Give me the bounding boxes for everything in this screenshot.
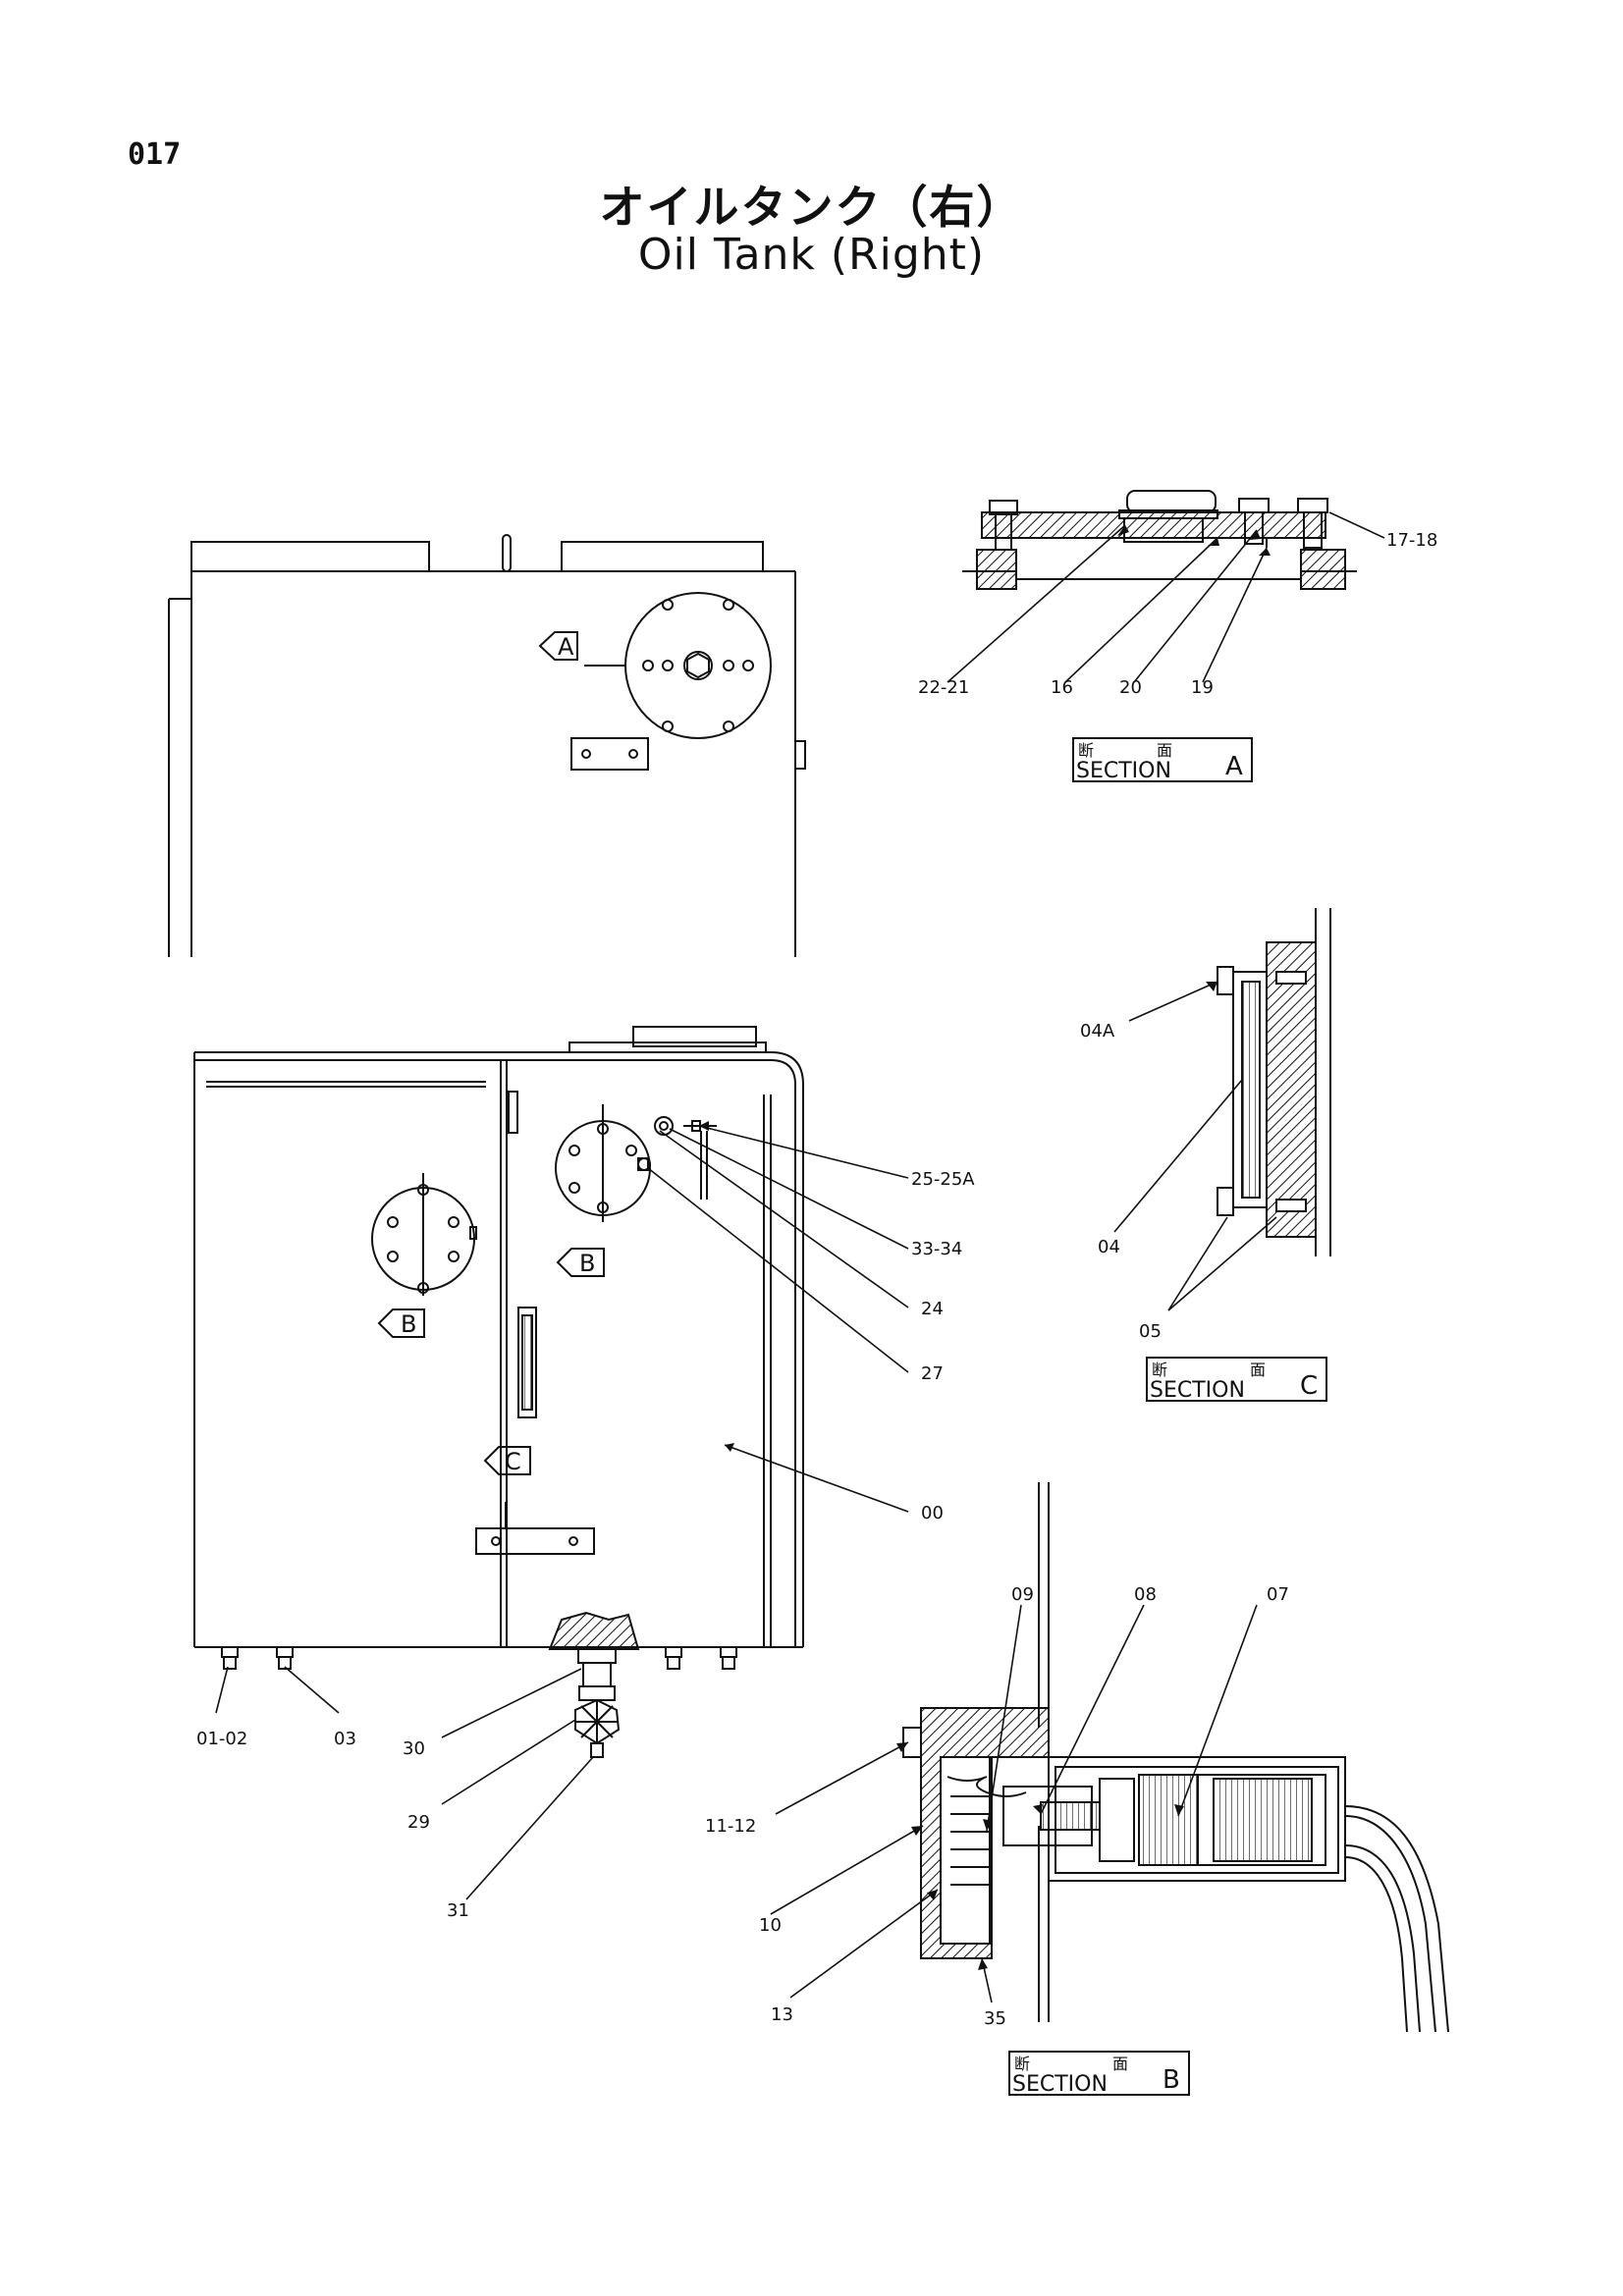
svg-text:A: A: [558, 633, 574, 661]
svg-text:C: C: [505, 1448, 521, 1475]
section-c-detail: [1217, 908, 1331, 1256]
callout-04: 04: [1098, 1237, 1120, 1257]
callout-07: 07: [1267, 1584, 1289, 1605]
svg-text:面: 面: [1250, 1361, 1266, 1379]
callout-17-18: 17-18: [1386, 530, 1437, 551]
callout-13: 13: [771, 2004, 793, 2025]
svg-text:面: 面: [1157, 741, 1172, 760]
svg-text:SECTION: SECTION: [1012, 2072, 1108, 2097]
svg-text:A: A: [1225, 752, 1243, 781]
callout-11-12: 11-12: [705, 1816, 756, 1837]
tank-side-view: [193, 1026, 804, 1758]
callout-27: 27: [921, 1363, 944, 1384]
callout-09: 09: [1011, 1584, 1034, 1605]
callout-33-34: 33-34: [911, 1239, 962, 1259]
callout-16: 16: [1051, 677, 1073, 698]
section-a-detail: [962, 490, 1357, 590]
svg-text:断: 断: [1152, 1361, 1167, 1379]
svg-text:断: 断: [1078, 741, 1094, 760]
svg-text:SECTION: SECTION: [1150, 1378, 1245, 1403]
callout-03: 03: [334, 1729, 356, 1749]
callout-31: 31: [447, 1900, 469, 1921]
callout-35: 35: [984, 2008, 1006, 2029]
callout-29: 29: [407, 1812, 430, 1833]
view-arrow-c: C: [483, 1446, 531, 1475]
svg-text:B: B: [579, 1250, 595, 1277]
view-arrow-a: A: [538, 631, 578, 661]
svg-text:面: 面: [1112, 2055, 1128, 2073]
view-arrow-b-left: B: [377, 1308, 425, 1338]
callout-20: 20: [1119, 677, 1142, 698]
callout-01-02: 01-02: [196, 1729, 247, 1749]
leader-lines: [215, 511, 1385, 2003]
callout-08: 08: [1134, 1584, 1157, 1605]
section-b-label: 断 面 SECTION B: [1008, 2051, 1190, 2097]
tank-top-view: [168, 534, 806, 957]
page-number: 017: [128, 137, 182, 172]
callout-10: 10: [759, 1915, 782, 1936]
callout-00: 00: [921, 1503, 944, 1523]
svg-text:C: C: [1300, 1371, 1318, 1401]
callout-19: 19: [1191, 677, 1214, 698]
callout-labels: 17-18 22-21 16 20 19 04A 04 05 25-25A 33…: [196, 530, 1437, 2029]
title-japanese: オイルタンク（右）: [599, 181, 1024, 234]
callout-24: 24: [921, 1299, 944, 1319]
leader-arrowheads: [699, 525, 1271, 1970]
view-arrow-b-right: B: [556, 1248, 605, 1277]
callout-30: 30: [403, 1738, 425, 1759]
title-english: Oil Tank (Right): [637, 230, 986, 280]
section-a-label: 断 面 SECTION A: [1072, 737, 1253, 783]
callout-25-25a: 25-25A: [911, 1169, 975, 1190]
callout-04a: 04A: [1080, 1021, 1115, 1041]
svg-text:B: B: [401, 1310, 416, 1338]
svg-text:SECTION: SECTION: [1076, 759, 1171, 783]
section-b-detail: [902, 1482, 1449, 2033]
svg-text:B: B: [1163, 2065, 1180, 2095]
callout-05: 05: [1139, 1321, 1162, 1342]
callout-22-21: 22-21: [918, 677, 969, 698]
svg-text:断: 断: [1014, 2055, 1030, 2073]
section-c-label: 断 面 SECTION C: [1146, 1357, 1327, 1403]
